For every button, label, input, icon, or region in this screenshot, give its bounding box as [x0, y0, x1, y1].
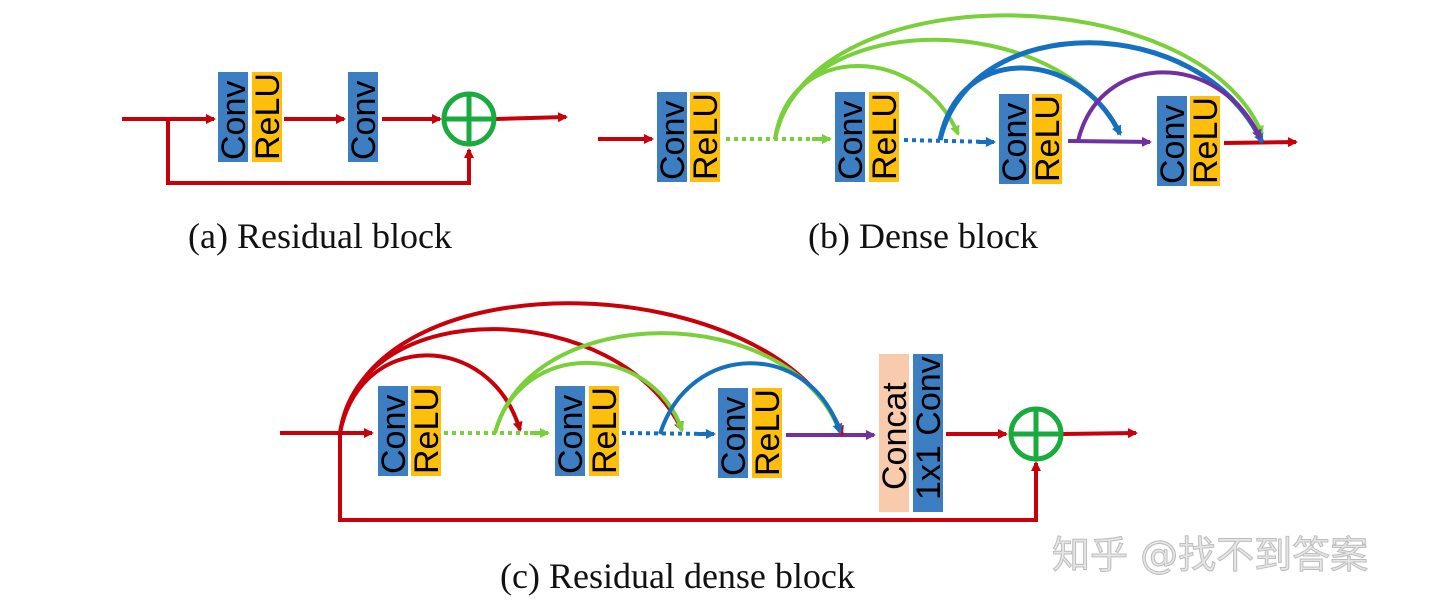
- caption-a: (a) Residual block: [188, 216, 452, 256]
- relu-label: ReLU: [249, 73, 287, 160]
- relu-label: ReLU: [749, 389, 787, 476]
- conv-label: Conv: [375, 395, 413, 474]
- sum-node-icon: [1008, 406, 1064, 462]
- conv-label: Conv: [552, 395, 590, 474]
- output-arrow: [495, 112, 568, 123]
- relu-label: ReLU: [586, 387, 624, 474]
- residual-block: Conv ReLU Conv (a) Residual block: [122, 72, 568, 256]
- caption-b: (b) Dense block: [808, 216, 1038, 256]
- conv-label: Conv: [996, 103, 1034, 182]
- relu-label: ReLU: [866, 93, 904, 180]
- conv1x1-block: [913, 354, 943, 512]
- conv1x1-label: 1x1 Conv: [910, 356, 948, 500]
- dense-block: Conv ReLU Conv ReLU Conv ReLU Conv ReLU …: [598, 13, 1298, 256]
- relu-label: ReLU: [1029, 95, 1067, 182]
- concat-block: [879, 354, 909, 512]
- relu-block: [252, 72, 282, 162]
- concat-label: Concat: [876, 382, 914, 490]
- conv-label: Conv: [654, 101, 692, 180]
- conv-label: Conv: [715, 397, 753, 476]
- conv-block: [348, 72, 378, 162]
- conv-block: [218, 72, 248, 162]
- conv-label: Conv: [345, 81, 383, 160]
- conv-label: Conv: [1154, 105, 1192, 184]
- caption-c: (c) Residual dense block: [500, 556, 855, 596]
- relu-label: ReLU: [1187, 97, 1225, 184]
- skip-connection: [166, 119, 474, 185]
- watermark: 知乎 @找不到答案: [1052, 533, 1368, 577]
- relu-label: ReLU: [408, 387, 446, 474]
- conv-label: Conv: [215, 81, 253, 160]
- relu-label: ReLU: [687, 93, 725, 180]
- sum-node-icon: [441, 91, 497, 147]
- conv-label: Conv: [832, 101, 870, 180]
- residual-dense-block: Conv ReLU Conv ReLU Conv ReLU Concat 1x1…: [280, 301, 1138, 596]
